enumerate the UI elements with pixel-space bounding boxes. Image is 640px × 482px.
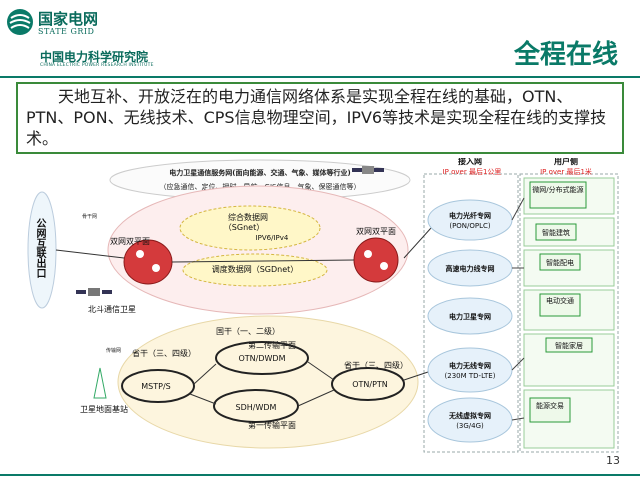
user-item-label: 智能建筑 [542, 228, 570, 237]
province-left-label: 省干（三、四级） [132, 348, 196, 358]
user-item-label: 电动交通 [546, 296, 574, 305]
dispatch-data-net [182, 253, 328, 287]
user-item-label: 智能家居 [555, 341, 583, 350]
access-node-vpn: 无线虚拟专网 (3G/4G) [427, 397, 513, 443]
otn-ptn-label: OTN/PTN [352, 380, 388, 389]
user-item-energy-trade: 能源交易 [523, 389, 615, 449]
integrated-net-label: 综合数据网 [228, 212, 268, 222]
user-item-smart-home: 智能家居 [523, 333, 615, 387]
link-line [307, 361, 335, 381]
state-grid-logo-icon [7, 9, 33, 35]
tower-icon [93, 367, 107, 399]
mstp-label: MSTP/S [141, 382, 170, 391]
user-side-zone [519, 173, 619, 453]
slide-header: 国家电网 STATE GRID 中国电力科学研究院 CHINA ELECTRIC… [0, 0, 640, 76]
link-line [511, 417, 525, 421]
logo-chinese: 国家电网 [38, 10, 99, 28]
sgnet-label: （SGnet） [224, 223, 264, 232]
link-line [511, 357, 525, 371]
access-node-fiber: 电力光纤专网 (PON/OPLC) [427, 199, 513, 241]
access-node-sublabel: (PON/OPLC) [449, 222, 491, 230]
user-item-distribution: 智能配电 [523, 249, 615, 287]
slide-title: 全程在线 [513, 40, 618, 70]
user-subheader: IP over 最后1米 [540, 167, 592, 176]
beidou-label: 北斗通信卫星 [88, 304, 136, 314]
core-router-right [353, 237, 399, 283]
transport-label: 传输网 [106, 347, 121, 354]
dual-plane-left-label: 双网双平面 [110, 237, 150, 246]
transport-zone [117, 315, 419, 449]
access-node-sublabel: (230M TD-LTE) [445, 372, 496, 380]
link-line [55, 249, 125, 259]
logo-english: STATE GRID [38, 27, 95, 36]
network-architecture-diagram: 电力卫星通信服务网(面向能源、交通、气象、媒体等行业) （应急通信、定位、授时、… [27, 158, 619, 453]
institute-name-english: CHINA ELECTRIC POWER RESEARCH INSTITUTE [40, 63, 154, 68]
mstp-ring [121, 369, 195, 403]
link-line [193, 363, 217, 385]
access-network-zone [423, 173, 519, 453]
user-item-label: 微网/分布式能源 [532, 185, 583, 194]
institute-name: 中国电力科学研究院 [40, 50, 149, 64]
beidou-satellite-icon [76, 288, 112, 296]
trunk-12-label: 国干（一、二级） [216, 326, 280, 336]
access-node-label: 电力光纤专网 [449, 211, 491, 220]
first-plane-label: 第一传输平面 [248, 420, 296, 430]
intro-text-box: 天地互补、开放泛在的电力通信网络体系是实现全程在线的基础，OTN、PTN、PON… [16, 82, 624, 154]
otn-ptn-ring [331, 367, 405, 401]
header-divider [0, 76, 640, 78]
user-item-label: 智能配电 [546, 258, 574, 267]
page-number: 13 [606, 454, 620, 467]
access-node-plc: 高速电力线专网 [427, 249, 513, 287]
otn-dwdm-ring [215, 341, 309, 375]
public-net-text: 公网互联出口 [34, 218, 45, 278]
access-header: 接入网 [458, 158, 482, 166]
access-node-sublabel: (3G/4G) [456, 422, 484, 430]
backbone-label: 骨干网 [82, 214, 97, 220]
access-node-label: 电力卫星专网 [449, 312, 491, 321]
footer-divider [0, 474, 640, 476]
user-header: 用户侧 [553, 158, 578, 166]
link-line [189, 393, 217, 405]
link-line [511, 197, 525, 221]
dispatch-net-label: 调度数据网（SGDnet） [212, 264, 299, 274]
user-item-building: 智能建筑 [523, 217, 615, 247]
access-node-wireless: 电力无线专网 (230M TD-LTE) [427, 347, 513, 393]
link-line [297, 389, 335, 407]
user-item-microgrid: 微网/分布式能源 [523, 177, 615, 215]
access-node-label: 无线虚拟专网 [448, 411, 491, 420]
access-node-satellite: 电力卫星专网 [427, 297, 513, 335]
backbone-zone [107, 185, 409, 315]
access-node-label: 电力无线专网 [449, 361, 491, 370]
cloud-title: 电力卫星通信服务网(面向能源、交通、气象、媒体等行业) [169, 168, 350, 177]
core-router-left [123, 239, 173, 285]
intro-text: 天地互补、开放泛在的电力通信网络体系是实现全程在线的基础，OTN、PTN、PON… [26, 87, 607, 148]
integrated-data-net [179, 205, 321, 251]
sdh-wdm-label: SDH/WDM [236, 403, 277, 412]
ground-station-label: 卫星地面基站 [80, 404, 128, 414]
access-subheader: IP over 最后1公里 [443, 167, 502, 176]
province-right-label: 省干（三、四级） [344, 360, 408, 370]
dual-plane-right-label: 双网双平面 [356, 227, 396, 236]
otn-dwdm-label: OTN/DWDM [239, 354, 286, 363]
second-plane-label: 第二传输平面 [248, 340, 296, 350]
ipv6-label: IPV6/IPv4 [256, 234, 289, 242]
user-item-label: 能源交易 [536, 401, 564, 410]
satellite-icon [352, 166, 384, 174]
user-item-ev: 电动交通 [523, 289, 615, 331]
link-line [171, 259, 355, 263]
access-node-label: 高速电力线专网 [446, 264, 495, 273]
